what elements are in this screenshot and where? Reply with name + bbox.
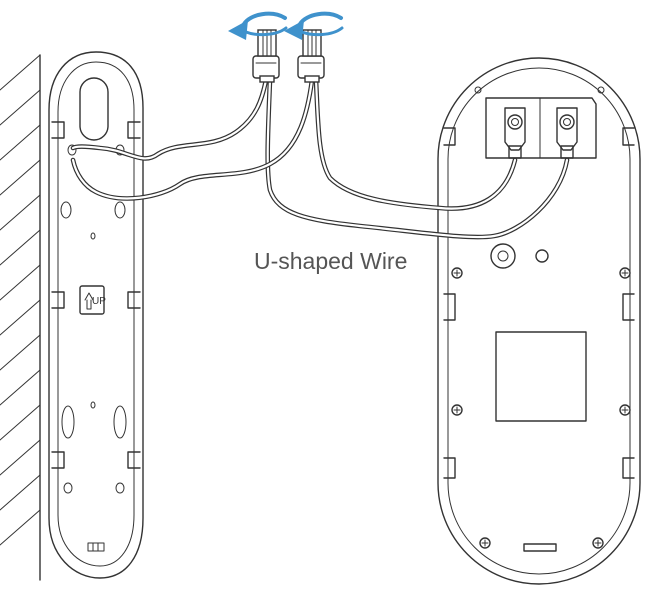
wire-connector-left — [252, 29, 280, 83]
plate-clip — [51, 121, 141, 469]
bottom-slot — [523, 543, 557, 552]
twist-arrow-left-icon — [228, 11, 288, 40]
twist-arrow-right-icon — [284, 11, 344, 40]
mounting-plate: UP — [48, 51, 144, 579]
terminal-block — [485, 97, 597, 159]
product-label — [495, 331, 587, 422]
plate-slot — [87, 542, 105, 552]
doorbell-back — [437, 57, 641, 585]
wire-opening — [79, 77, 109, 141]
up-marking: UP — [79, 285, 106, 315]
screws — [451, 267, 631, 549]
terminal-screw-right — [556, 107, 578, 159]
port-hole — [535, 249, 549, 263]
wire-label: U-shaped Wire — [254, 248, 407, 274]
wall — [0, 54, 41, 581]
up-marking-text: UP — [92, 296, 106, 307]
u-shaped-wires — [70, 77, 570, 240]
reset-button — [490, 243, 516, 269]
terminal-screw-left — [504, 107, 526, 159]
